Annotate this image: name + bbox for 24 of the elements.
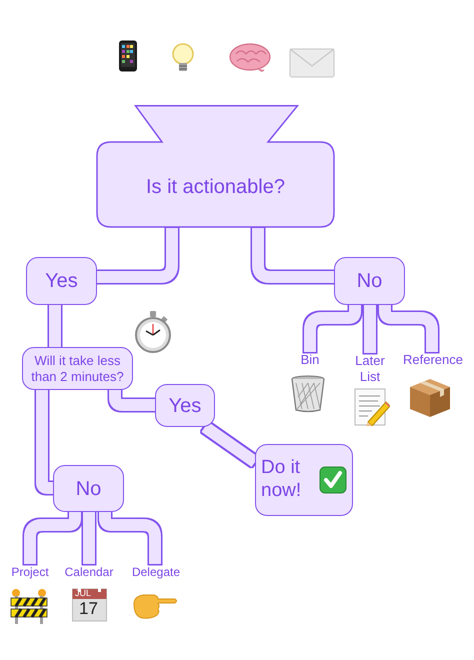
calendar-day: 17 (79, 600, 98, 617)
action-text: Do it now! (261, 457, 302, 503)
category-label: Later List (350, 353, 390, 385)
category-label: Bin (290, 352, 330, 368)
decision-text: Is it actionable? (145, 175, 286, 199)
category-label: Project (6, 564, 54, 580)
decision-text: Yes (45, 269, 78, 293)
decision-text: No (76, 476, 102, 500)
decision-text: No (356, 269, 382, 293)
connector-pipe (364, 305, 376, 353)
decision-box (22, 347, 133, 390)
connector-pipe (83, 512, 95, 564)
decision-box (334, 257, 405, 305)
action-box (255, 444, 353, 516)
decision-box (26, 257, 97, 305)
decision-text: Yes (168, 394, 202, 418)
category-label: Delegate (128, 564, 184, 580)
category-label: Calendar (62, 564, 116, 580)
category-label: Reference (400, 352, 466, 368)
connector-pipe (49, 305, 61, 347)
funnel-decision-box (96, 105, 335, 228)
decision-text: Will it take less than 2 minutes? (30, 352, 125, 384)
decision-box (155, 384, 215, 427)
decision-box (53, 465, 124, 512)
